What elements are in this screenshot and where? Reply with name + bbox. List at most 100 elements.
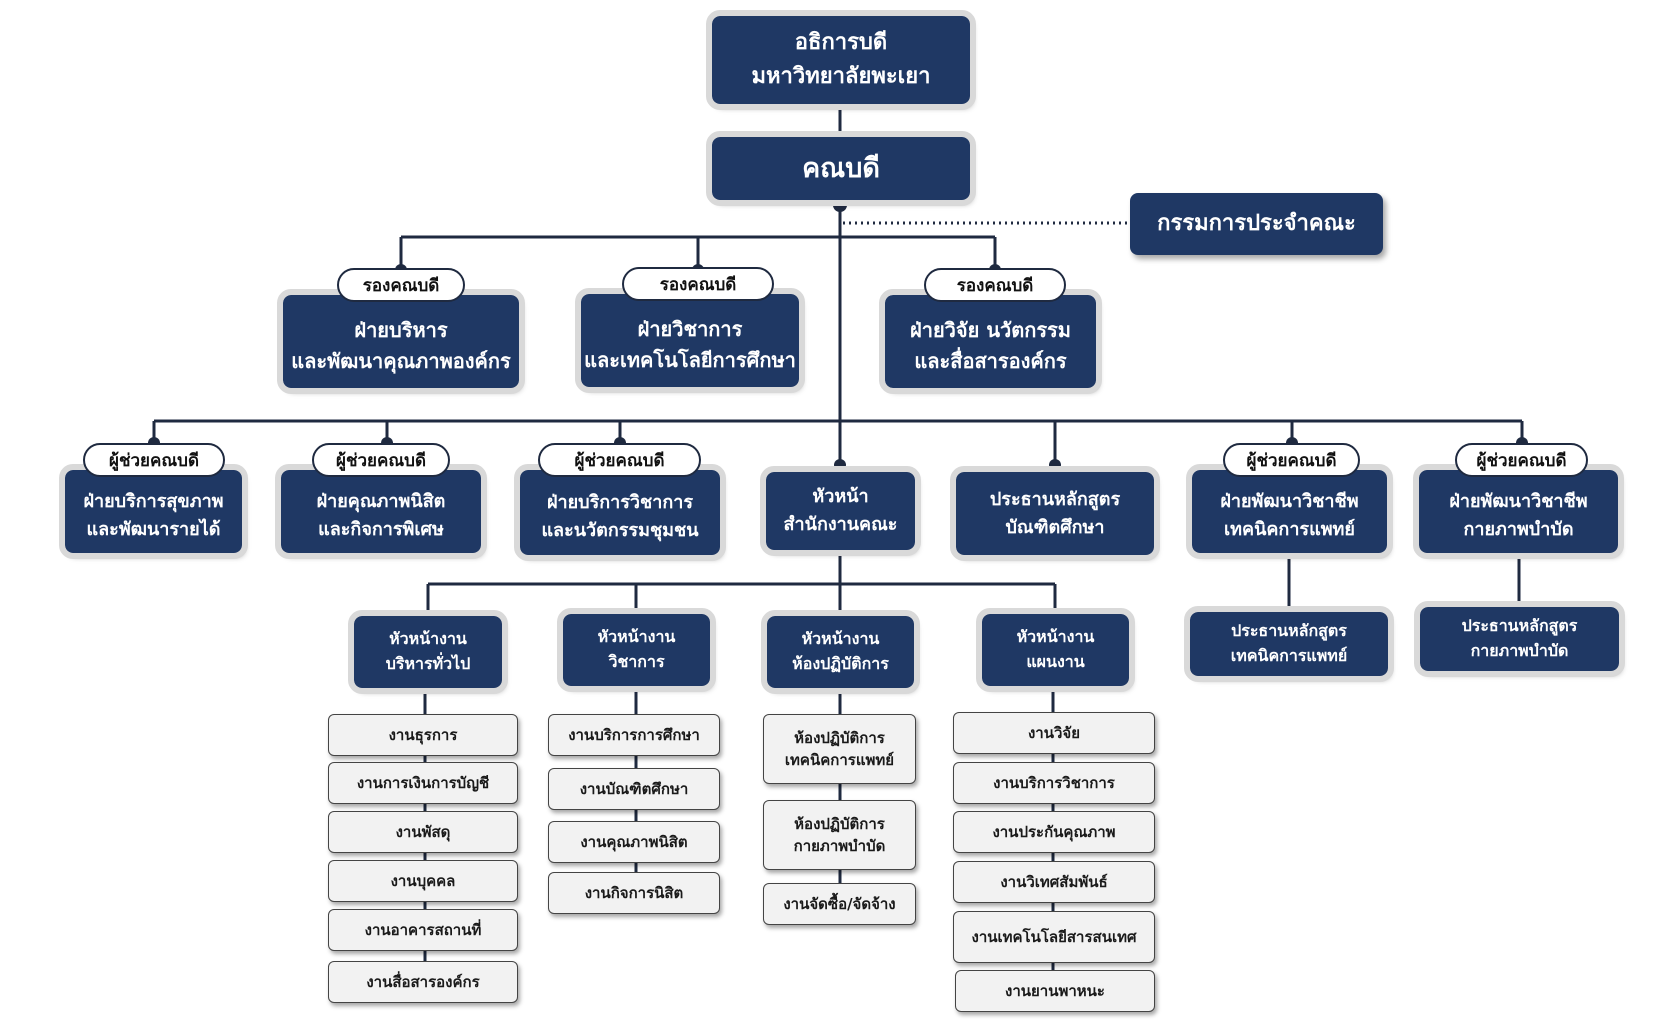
president-box: อธิการบดี มหาวิทยาลัยพะเยา [706,10,976,110]
task-label: งานจัดซื้อ/จัดจ้าง [783,894,896,913]
task-label: งานประกันคุณภาพ [992,822,1116,841]
office-head-box: หัวหน้า สำนักงานคณะ [760,466,921,556]
box-line-1: หัวหน้างาน [801,629,880,649]
box-line-2: และพัฒนาคุณภาพองค์กร [291,348,511,373]
task-label: งานบริการวิชาการ [993,773,1115,792]
box-line-2: บัณฑิตศึกษา [1005,516,1105,538]
task-label: งานการเงินการบัญชี [356,773,490,792]
unit-head-box: หัวหน้างาน ห้องปฏิบัติการ [761,610,920,694]
task-box: งานสื่อสารองค์กร [328,961,518,1003]
task-box: งานบริการวิชาการ [953,762,1155,804]
junction-dot [1049,459,1061,471]
task-box: งานวิจัย [953,712,1155,754]
task-label: งานคุณภาพนิสิต [580,832,688,851]
task-box: งานการเงินการบัญชี [328,762,518,804]
task-label: งานบัณฑิตศึกษา [579,779,689,798]
box-line-1: ฝ่ายวิชาการ [637,316,743,341]
box-line-1: หัวหน้างาน [389,629,467,649]
task-box: งานประกันคุณภาพ [953,811,1155,853]
task-label-line-1: ห้องปฏิบัติการ [794,728,885,747]
task-box: ห้องปฏิบัติการ เทคนิคการแพทย์ [763,714,916,784]
box-line-2: เทคนิคการแพทย์ [1224,518,1355,540]
assistant-dean-tag: ผู้ช่วยคณบดี [312,443,450,477]
vice-dean-tag: รองคณบดี [924,268,1066,302]
dean-title: คณบดี [802,152,880,184]
box-line-2: สำนักงานคณะ [783,514,898,535]
box-line-1: ประธานหลักสูตร [1461,616,1578,636]
task-label: งานกิจการนิสิต [584,883,684,902]
task-box: งานบัณฑิตศึกษา [548,768,720,810]
box-line-2: กายภาพบำบัด [1470,641,1569,660]
program-chair-box: ประธานหลักสูตร เทคนิคการแพทย์ [1184,606,1394,682]
vice-dean-tag: รองคณบดี [622,267,774,301]
assistant-dean-tag: ผู้ช่วยคณบดี [1223,443,1360,477]
dean-box: คณบดี [706,131,976,206]
box-line-1: ประธานหลักสูตร [1231,621,1347,641]
task-label-line-2: กายภาพบำบัด [793,837,886,855]
vice-dean-box: ฝ่ายวิจัย นวัตกรรม และสื่อสารองค์กร [879,289,1102,394]
box-line-1: ฝ่ายวิจัย นวัตกรรม [910,317,1071,342]
task-box: งานคุณภาพนิสิต [548,821,720,863]
box-line-1: หัวหน้างาน [597,627,676,647]
task-label: งานพัสดุ [395,822,451,841]
box-line-1: ฝ่ายคุณภาพนิสิต [316,490,446,512]
box-line-2: วิชาการ [608,652,665,671]
box-line-2: บริหารทั่วไป [385,654,471,673]
president-line-2: มหาวิทยาลัยพะเยา [751,64,931,89]
graduate-chair-box: ประธานหลักสูตร บัณฑิตศึกษา [950,466,1160,561]
box-line-1: หัวหน้างาน [1016,627,1095,647]
box-line-1: ฝ่ายบริการวิชาการ [546,491,694,513]
assistant-dean-tag: ผู้ช่วยคณบดี [83,443,225,477]
assistant-dean-box: ฝ่ายคุณภาพนิสิต และกิจการพิเศษ [275,464,487,559]
committee-title: กรรมการประจำคณะ [1157,210,1356,236]
box-line-2: และพัฒนารายได้ [86,518,221,540]
box-line-1: หัวหน้า [812,486,869,508]
box-line-1: ฝ่ายพัฒนาวิชาชีพ [1449,490,1588,512]
box-line-1: ฝ่ายพัฒนาวิชาชีพ [1220,490,1359,512]
task-label-line-2: เทคนิคการแพทย์ [784,751,895,769]
task-label: งานสื่อสารองค์กร [366,972,480,991]
assistant-dean-tag: ผู้ช่วยคณบดี [1455,443,1588,477]
task-box: งานเทคโนโลยีสารสนเทศ [953,911,1155,963]
assistant-dean-box: ฝ่ายพัฒนาวิชาชีพ กายภาพบำบัด [1413,464,1624,559]
task-box: งานจัดซื้อ/จัดจ้าง [763,883,916,925]
task-box: งานพัสดุ [328,811,518,853]
task-box: งานอาคารสถานที่ [328,909,518,951]
task-box: งานกิจการนิสิต [548,872,720,914]
unit-head-box: หัวหน้างาน บริหารทั่วไป [348,610,508,694]
task-label: งานบริการการศึกษา [568,725,700,744]
task-box: งานธุรการ [328,714,518,756]
assistant-dean-box: ฝ่ายบริการสุขภาพ และพัฒนารายได้ [59,464,248,559]
task-label-line-1: ห้องปฏิบัติการ [794,814,885,833]
box-line-2: ห้องปฏิบัติการ [792,654,889,673]
program-chair-box: ประธานหลักสูตร กายภาพบำบัด [1414,601,1625,677]
box-line-2: และเทคโนโลยีการศึกษา [584,347,796,372]
assistant-dean-tag: ผู้ช่วยคณบดี [538,443,701,477]
box-line-2: เทคนิคการแพทย์ [1230,646,1348,665]
task-label: งานเทคโนโลยีสารสนเทศ [971,927,1137,946]
assistant-dean-box: ฝ่ายพัฒนาวิชาชีพ เทคนิคการแพทย์ [1186,464,1393,559]
task-label: งานวิจัย [1027,723,1080,742]
vice-dean-box: ฝ่ายบริหาร และพัฒนาคุณภาพองค์กร [277,289,525,394]
box-line-1: ฝ่ายบริการสุขภาพ [83,490,224,512]
box-line-2: และกิจการพิเศษ [318,518,444,540]
task-label: งานอาคารสถานที่ [364,920,482,939]
president-line-1: อธิการบดี [794,29,888,55]
unit-head-box: หัวหน้างาน วิชาการ [557,608,716,692]
task-box: ห้องปฏิบัติการ กายภาพบำบัด [763,800,916,870]
box-line-1: ฝ่ายบริหาร [354,317,448,342]
task-label: งานยานพาหนะ [1005,981,1105,1000]
task-box: งานบริการการศึกษา [548,714,720,756]
box-line-2: กายภาพบำบัด [1463,518,1574,540]
vice-dean-box: ฝ่ายวิชาการ และเทคโนโลยีการศึกษา [575,288,805,393]
junction-dot [833,198,847,212]
vice-dean-tag: รองคณบดี [337,268,465,302]
task-label: งานบุคคล [390,871,456,890]
task-label: งานวิเทศสัมพันธ์ [1000,872,1108,891]
committee-box: กรรมการประจำคณะ [1130,193,1383,255]
box-line-2: แผนงาน [1026,652,1085,671]
box-line-2: และสื่อสารองค์กร [914,348,1067,373]
task-box: งานวิเทศสัมพันธ์ [953,861,1155,903]
box-line-2: และนวัตกรรมชุมชน [541,519,699,541]
task-box: งานยานพาหนะ [955,970,1155,1012]
